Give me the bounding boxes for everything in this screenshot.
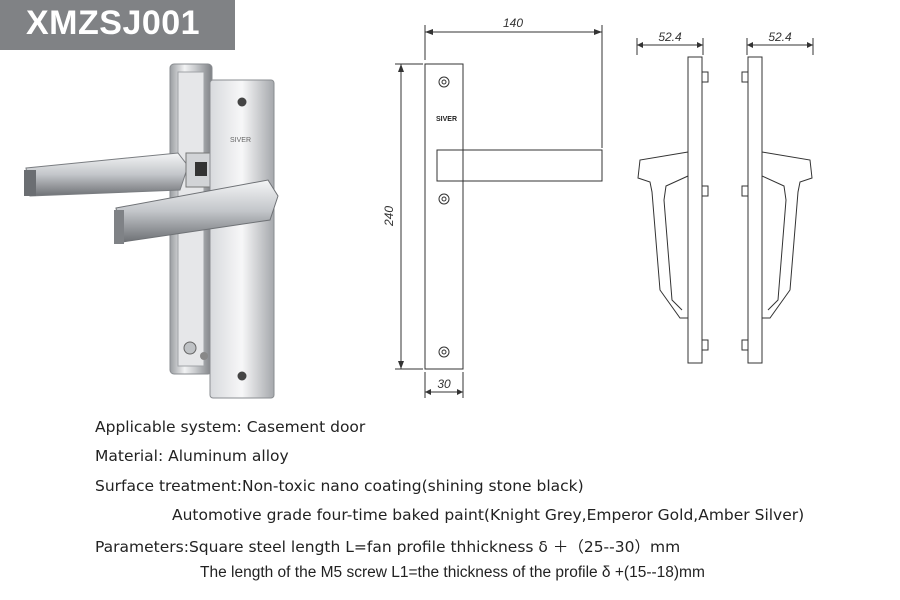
side-view-2-plate <box>747 56 763 364</box>
side-view-2-lever <box>761 151 813 319</box>
model-title: XMZSJ001 <box>26 4 201 42</box>
spec-surface-treatment-paint: Automotive grade four-time baked paint(K… <box>172 506 805 524</box>
spec-screw-length: The length of the M5 screw L1=the thickn… <box>200 564 705 581</box>
dim-side-depth-1: 52.4 <box>658 30 682 44</box>
product-photo: SIVER <box>24 63 279 399</box>
side-view-1-lever <box>637 151 689 319</box>
dim-front-width: 140 <box>503 16 523 30</box>
spec-parameters: Parameters:Square steel length L=fan pro… <box>95 538 681 556</box>
model-title-box: XMZSJ001 <box>0 0 235 50</box>
spec-applicable-system: Applicable system: Casement door <box>95 418 366 436</box>
front-view-lever <box>436 149 603 182</box>
dim-plate-width: 30 <box>437 377 451 391</box>
photo-brand-mark: SIVER <box>230 137 251 144</box>
drawing-brand-mark: SIVER <box>436 116 457 123</box>
front-view-plate <box>424 63 464 370</box>
dim-front-height: 240 <box>382 206 396 227</box>
side-view-1-plate <box>687 56 703 364</box>
spec-material: Material: Aluminum alloy <box>95 447 289 465</box>
spec-surface-treatment: Surface treatment:Non-toxic nano coating… <box>95 477 584 495</box>
dim-side-depth-2: 52.4 <box>768 30 792 44</box>
